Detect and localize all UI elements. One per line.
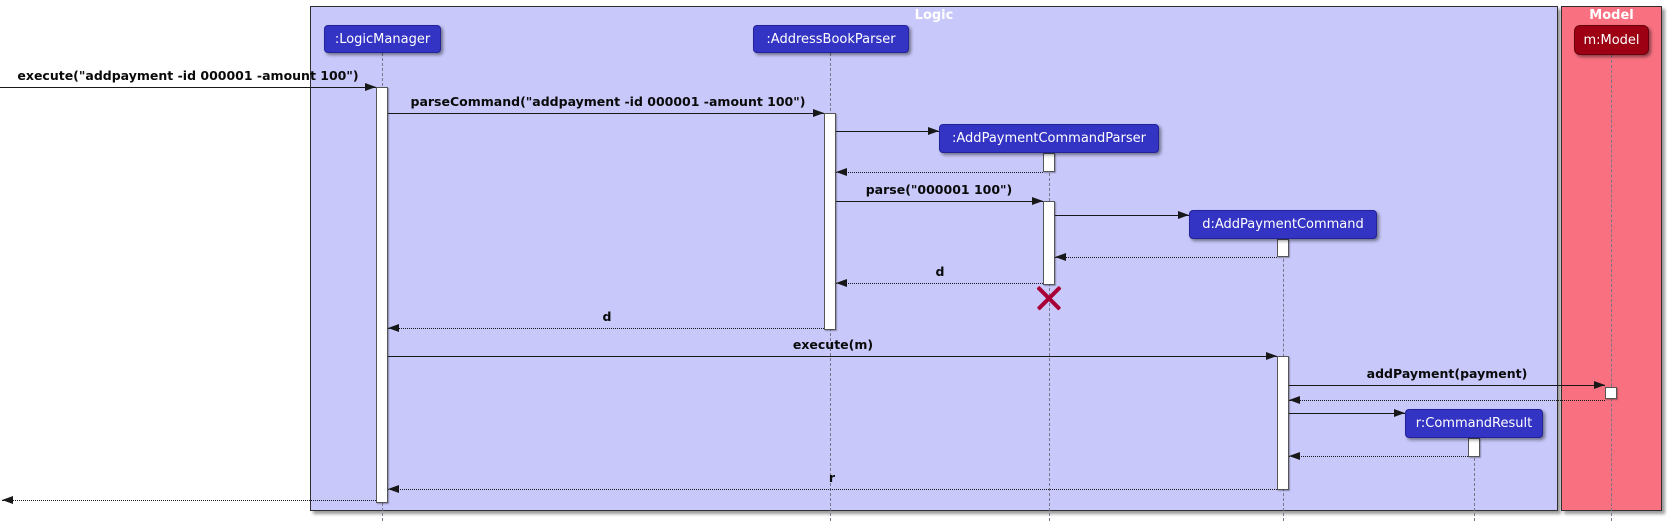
- arrowhead-icon: [1055, 253, 1066, 261]
- message-label-return-d-to-abp: d: [935, 264, 945, 279]
- message-label-execute-m: execute(m): [792, 337, 874, 352]
- arrowhead-icon: [836, 279, 847, 287]
- arrowhead-icon: [1289, 396, 1300, 404]
- arrowhead-icon: [1289, 452, 1300, 460]
- arrowhead-icon: [1394, 409, 1405, 417]
- arrowhead-icon: [365, 83, 376, 91]
- activation-bar-address-book-parser: [824, 113, 836, 330]
- message-return-d-to-lm: [388, 328, 824, 329]
- message-execute-command: [0, 87, 376, 88]
- message-return-d-to-abp: [836, 283, 1043, 284]
- arrowhead-icon: [836, 168, 847, 176]
- arrowhead-icon: [928, 127, 939, 135]
- message-return-add-payment: [1289, 400, 1605, 401]
- arrowhead-icon: [1178, 211, 1189, 219]
- arrowhead-icon: [1594, 381, 1605, 389]
- participant-add-payment-command-parser: :AddPaymentCommandParser: [939, 124, 1159, 153]
- message-create-command: [1055, 215, 1189, 216]
- participant-label-command-result: r:CommandResult: [1415, 416, 1533, 431]
- activation-bar-command-result: [1468, 438, 1480, 457]
- lifeline-model: [1611, 55, 1612, 521]
- frame-title-model: Model: [1589, 8, 1634, 23]
- activation-bar-add-payment-command-parser: [1043, 153, 1055, 172]
- arrowhead-icon: [1266, 352, 1277, 360]
- message-return-to-caller: [2, 500, 376, 501]
- participant-logic-manager: :LogicManager: [324, 25, 441, 53]
- message-label-add-payment: addPayment(payment): [1366, 366, 1528, 381]
- participant-add-payment-command: d:AddPaymentCommand: [1189, 210, 1377, 239]
- message-label-parse: parse("000001 100"): [865, 182, 1013, 197]
- message-return-create-result: [1289, 456, 1468, 457]
- participant-label-logic-manager: :LogicManager: [334, 31, 431, 47]
- frame-title-logic: Logic: [914, 8, 954, 23]
- lifeline-add-payment-command-parser: [1049, 153, 1050, 521]
- participant-label-address-book-parser: :AddressBookParser: [766, 31, 896, 47]
- arrowhead-icon: [388, 485, 399, 493]
- message-label-parse-command: parseCommand("addpayment -id 000001 -amo…: [410, 94, 806, 109]
- message-return-create-parser: [836, 172, 1043, 173]
- message-label-return-d-to-lm: d: [602, 309, 612, 324]
- activation-bar-add-payment-command-parser: [1043, 201, 1055, 285]
- participant-model: m:Model: [1574, 25, 1649, 55]
- participant-label-add-payment-command-parser: :AddPaymentCommandParser: [952, 131, 1146, 146]
- activation-bar-add-payment-command: [1277, 239, 1289, 257]
- message-add-payment: [1289, 385, 1605, 386]
- frame-logic: [310, 6, 1558, 511]
- destroy-x-icon: [1036, 285, 1062, 311]
- participant-label-model: m:Model: [1583, 32, 1640, 48]
- message-create-command-parser: [836, 131, 939, 132]
- activation-bar-model: [1605, 387, 1617, 399]
- arrowhead-icon: [2, 496, 13, 504]
- message-label-return-r-to-lm: r: [828, 470, 836, 485]
- message-return-r-to-lm: [388, 489, 1277, 490]
- message-parse-command: [388, 113, 824, 114]
- message-create-command-result: [1289, 413, 1405, 414]
- participant-command-result: r:CommandResult: [1405, 409, 1543, 438]
- activation-bar-logic-manager: [376, 87, 388, 503]
- message-parse: [836, 201, 1043, 202]
- participant-address-book-parser: :AddressBookParser: [753, 25, 909, 53]
- arrowhead-icon: [388, 324, 399, 332]
- participant-label-add-payment-command: d:AddPaymentCommand: [1202, 217, 1364, 232]
- message-label-execute-command: execute("addpayment -id 000001 -amount 1…: [17, 68, 359, 83]
- arrowhead-icon: [813, 109, 824, 117]
- lifeline-command-result: [1474, 438, 1475, 521]
- activation-bar-add-payment-command: [1277, 356, 1289, 490]
- message-execute-m: [388, 356, 1277, 357]
- message-return-create-command: [1055, 257, 1277, 258]
- arrowhead-icon: [1032, 197, 1043, 205]
